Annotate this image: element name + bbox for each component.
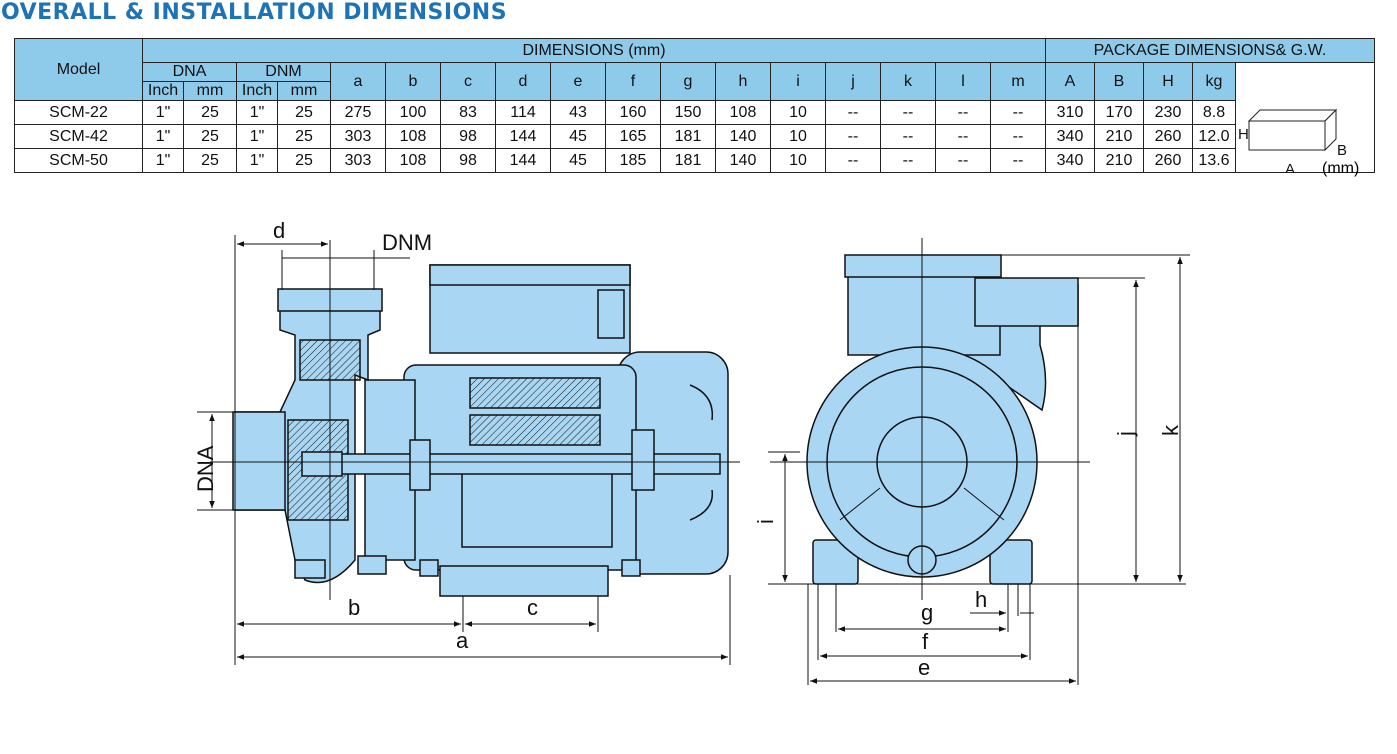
table-cell: 144 xyxy=(495,148,551,173)
dim-label-dna: DNA xyxy=(193,445,218,492)
table-cell: 170 xyxy=(1094,100,1144,125)
model-header: Model xyxy=(14,38,143,101)
page-title: OVERALL & INSTALLATION DIMENSIONS xyxy=(1,0,508,25)
table-cell: 25 xyxy=(277,148,331,173)
col-j: j xyxy=(825,62,881,101)
table-cell: -- xyxy=(935,148,991,173)
col-pkg-kg: kg xyxy=(1192,62,1236,101)
col-g: g xyxy=(660,62,716,101)
model-cell: SCM-50 xyxy=(14,148,143,173)
table-cell: 310 xyxy=(1045,100,1095,125)
dim-label-h: h xyxy=(975,587,987,612)
col-l: l xyxy=(935,62,991,101)
table-cell: 10 xyxy=(770,124,826,149)
dim-label-a: a xyxy=(456,628,469,653)
table-cell: -- xyxy=(935,100,991,125)
box-label-b: B xyxy=(1337,142,1347,159)
col-f: f xyxy=(605,62,661,101)
dim-label-b: b xyxy=(348,595,360,620)
table-cell: 98 xyxy=(440,148,496,173)
dim-label-f: f xyxy=(922,629,929,654)
table-cell: 108 xyxy=(715,100,771,125)
col-h: h xyxy=(715,62,771,101)
col-pkg-b: B xyxy=(1094,62,1144,101)
table-cell: 1" xyxy=(236,100,278,125)
front-dimension-lines xyxy=(768,254,1190,685)
table-cell: 144 xyxy=(495,124,551,149)
table-cell: 1" xyxy=(142,148,184,173)
col-b: b xyxy=(385,62,441,101)
dim-label-dnm: DNM xyxy=(382,230,432,255)
table-cell: -- xyxy=(825,124,881,149)
table-cell: 181 xyxy=(660,124,716,149)
table-cell: 140 xyxy=(715,148,771,173)
table-cell: 210 xyxy=(1094,148,1144,173)
dna-inch-header: Inch xyxy=(142,81,184,101)
dim-label-j: j xyxy=(1113,431,1138,437)
table-cell: 260 xyxy=(1143,148,1193,173)
side-dimension-lines xyxy=(197,235,731,665)
table-cell: 1" xyxy=(142,100,184,125)
dim-label-d: d xyxy=(273,218,285,243)
col-i: i xyxy=(770,62,826,101)
table-cell: 260 xyxy=(1143,124,1193,149)
dimensions-table: Model DIMENSIONS (mm) PACKAGE DIMENSIONS… xyxy=(14,38,1375,173)
dnm-mm-header: mm xyxy=(277,81,331,101)
table-cell: 108 xyxy=(385,148,441,173)
table-cell: -- xyxy=(880,148,936,173)
table-cell: 181 xyxy=(660,148,716,173)
col-pkg-h: H xyxy=(1143,62,1193,101)
table-cell: 230 xyxy=(1143,100,1193,125)
table-cell: -- xyxy=(825,100,881,125)
package-box-cell: H B A xyxy=(1235,62,1375,173)
table-cell: 108 xyxy=(385,124,441,149)
dim-label-i: i xyxy=(753,519,778,524)
table-cell: 340 xyxy=(1045,148,1095,173)
box-label-a: A xyxy=(1285,161,1295,173)
dim-label-e: e xyxy=(918,655,930,680)
side-view-pump xyxy=(232,264,729,597)
col-d: d xyxy=(495,62,551,101)
front-center-lines xyxy=(770,238,1090,600)
table-cell: 165 xyxy=(605,124,661,149)
package-header: PACKAGE DIMENSIONS& G.W. xyxy=(1045,38,1375,63)
table-cell: 210 xyxy=(1094,124,1144,149)
col-c: c xyxy=(440,62,496,101)
table-cell: 185 xyxy=(605,148,661,173)
model-cell: SCM-42 xyxy=(14,124,143,149)
box-label-h: H xyxy=(1238,126,1249,143)
table-cell: 1" xyxy=(236,148,278,173)
table-cell: 45 xyxy=(550,124,606,149)
table-cell: 160 xyxy=(605,100,661,125)
dimensions-header: DIMENSIONS (mm) xyxy=(142,38,1046,63)
table-cell: -- xyxy=(825,148,881,173)
table-cell: -- xyxy=(990,124,1046,149)
table-cell: -- xyxy=(990,148,1046,173)
table-cell: 275 xyxy=(330,100,386,125)
package-box-icon: H B A xyxy=(1238,108,1347,173)
table-row: SCM-50 1" 25 1" 25 303 108 98 144 45 185… xyxy=(14,148,1375,173)
package-unit-label: (mm) xyxy=(1322,160,1360,177)
table-cell: 1" xyxy=(236,124,278,149)
table-cell: 114 xyxy=(495,100,551,125)
front-view-pump xyxy=(806,254,1079,585)
side-center-lines xyxy=(210,240,740,600)
table-cell: 303 xyxy=(330,148,386,173)
table-cell: 25 xyxy=(183,148,237,173)
table-cell: 25 xyxy=(183,124,237,149)
dim-label-g: g xyxy=(921,600,933,625)
table-cell: 13.6 xyxy=(1192,148,1236,173)
dim-label-k: k xyxy=(1158,424,1183,436)
dim-label-c: c xyxy=(527,595,538,620)
table-cell: 1" xyxy=(142,124,184,149)
table-row: SCM-22 1" 25 1" 25 275 100 83 114 43 160… xyxy=(14,100,1375,125)
table-cell: -- xyxy=(880,100,936,125)
col-a: a xyxy=(330,62,386,101)
table-cell: 45 xyxy=(550,148,606,173)
dnm-inch-header: Inch xyxy=(236,81,278,101)
